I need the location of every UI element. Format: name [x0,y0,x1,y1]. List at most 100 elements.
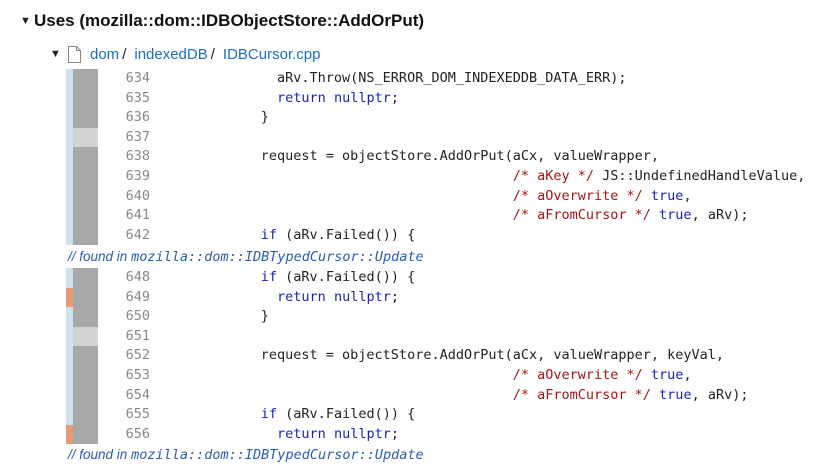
blame-strip[interactable] [66,225,98,246]
line-number[interactable]: 642 [125,226,150,243]
code-token [212,269,261,285]
collapse-triangle-icon[interactable]: ▼ [20,15,31,27]
line-number[interactable]: 641 [125,207,150,224]
blame-strip[interactable] [66,166,98,187]
blame-strip[interactable] [66,287,98,308]
line-number[interactable]: 634 [125,70,150,86]
blame-strip[interactable] [66,69,98,89]
code-text: return nullptr; [212,89,399,109]
code-token [651,387,659,403]
code-token: aRv.Throw(NS_ERROR_DOM_INDEXEDDB_DATA_ER… [212,70,627,86]
code-token: , [683,187,692,204]
found-in-note-2: // found in mozilla::dom::IDBTypedCursor… [68,446,424,464]
code-text: /* aOverwrite */ true, [212,187,692,207]
code-token [212,406,261,422]
code-keyword: return [277,288,326,305]
found-in-prefix: // found in [68,249,128,264]
blame-strip[interactable] [66,127,98,148]
line-number[interactable]: 653 [125,366,150,383]
code-text: if (aRv.Failed()) { [212,405,415,425]
code-token [643,188,651,204]
code-token [212,367,513,383]
blame-strip[interactable] [66,147,98,167]
line-number[interactable]: 656 [125,425,150,442]
line-number[interactable]: 654 [125,386,150,403]
code-token: (aRv.Failed()) { [277,406,416,423]
file-icon [68,45,81,63]
code-token [212,289,277,305]
code-keyword: nullptr [333,425,391,442]
code-token: request = objectStore.AddOrPut(aCx, valu… [212,148,660,165]
code-text: request = objectStore.AddOrPut(aCx, valu… [212,346,724,366]
blame-strip[interactable] [66,424,98,445]
line-number[interactable]: 655 [125,406,150,423]
blame-strip[interactable] [66,186,98,207]
code-token: ; [390,425,399,442]
code-text: return nullptr; [212,288,399,308]
found-in-function-link[interactable]: mozilla::dom::IDBTypedCursor::Update [131,447,424,463]
code-token: (aRv.Failed()) { [277,226,416,243]
code-token: request = objectStore.AddOrPut(aCx, valu… [212,347,725,364]
line-number[interactable]: 638 [125,148,150,165]
blame-strip[interactable] [66,307,98,327]
found-in-note-1: // found in mozilla::dom::IDBTypedCursor… [68,248,424,266]
code-token [212,426,277,442]
blame-strip[interactable] [66,385,98,406]
path-link-filename[interactable]: IDBCursor.cpp [222,45,321,63]
path-separator: / [122,45,127,63]
code-keyword: return [277,425,326,442]
line-number[interactable]: 651 [125,327,150,344]
code-text: aRv.Throw(NS_ERROR_DOM_INDEXEDDB_DATA_ER… [212,69,627,89]
blame-strip[interactable] [66,108,98,128]
blame-strip[interactable] [66,365,98,386]
code-token: (aRv.Failed()) { [277,269,416,285]
code-text: if (aRv.Failed()) { [212,226,415,246]
line-number[interactable]: 650 [125,308,150,325]
code-token [212,227,261,243]
code-keyword: if [260,226,278,243]
line-number[interactable]: 636 [125,109,150,126]
blame-strip[interactable] [66,346,98,366]
code-keyword: true [650,187,684,204]
code-token [212,207,513,223]
code-text: } [212,307,269,327]
code-comment: /* aOverwrite */ [512,366,643,383]
code-text: /* aFromCursor */ true, aRv); [212,206,749,226]
line-number[interactable]: 640 [125,187,150,204]
code-keyword: if [260,269,278,285]
code-token [326,90,334,106]
line-number[interactable]: 637 [125,128,150,145]
path-separator: / [210,45,215,63]
found-in-function-link[interactable]: mozilla::dom::IDBTypedCursor::Update [131,249,424,265]
code-token [651,207,659,223]
blame-strip[interactable] [66,405,98,425]
code-token [212,90,277,106]
code-token [643,367,651,383]
section-title: Uses (mozilla::dom::IDBObjectStore::AddO… [34,11,425,30]
file-collapse-triangle-icon[interactable]: ▼ [50,48,61,60]
code-comment: /* aFromCursor */ [512,207,651,224]
code-keyword: nullptr [333,288,391,305]
line-number[interactable]: 639 [125,167,150,184]
code-text: /* aFromCursor */ true, aRv); [212,386,749,406]
code-token: , aRv); [691,386,749,403]
path-link-dom[interactable]: dom [90,45,120,63]
line-number[interactable]: 648 [125,269,150,285]
line-number[interactable]: 635 [125,89,150,106]
code-token [326,426,334,442]
line-number[interactable]: 649 [125,288,150,305]
blame-strip[interactable] [66,206,98,226]
blame-strip[interactable] [66,88,98,109]
uses-section-header[interactable]: ▼ Uses (mozilla::dom::IDBObjectStore::Ad… [20,9,424,33]
code-token [212,188,513,204]
code-text: /* aKey */ JS::UndefinedHandleValue, [212,167,806,187]
code-token: , [683,366,692,383]
code-keyword: true [659,207,692,224]
code-comment: /* aKey */ [512,167,595,184]
code-text: } [212,108,269,128]
blame-strip[interactable] [66,326,98,347]
path-link-indexeddb[interactable]: indexedDB [134,45,208,63]
code-keyword: true [659,386,692,403]
blame-strip[interactable] [66,268,98,288]
line-number[interactable]: 652 [125,347,150,364]
